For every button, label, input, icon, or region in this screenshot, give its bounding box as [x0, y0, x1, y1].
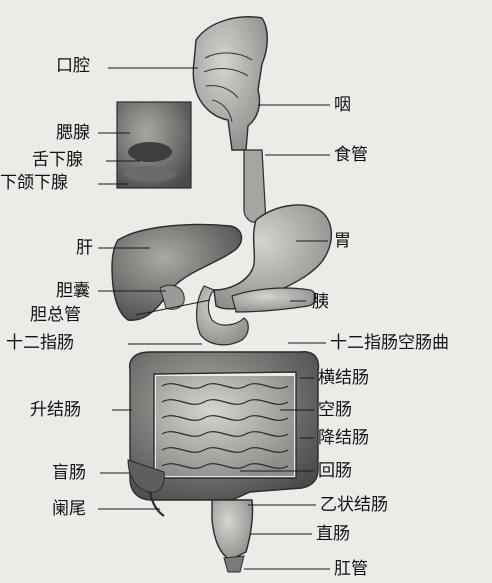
label-appendix: 阑尾: [52, 499, 86, 519]
label-descending-colon: 降结肠: [318, 428, 369, 448]
label-transverse-colon: 横结肠: [318, 368, 369, 388]
label-pancreas: 胰: [312, 292, 329, 312]
anal-canal-shape: [224, 556, 244, 572]
small-intestine: [156, 376, 294, 476]
label-submandibular: 下颌下腺: [0, 173, 68, 193]
label-cecum: 盲肠: [52, 463, 86, 483]
label-common-bile-duct: 胆总管: [30, 305, 81, 325]
label-ileum: 回肠: [318, 461, 352, 481]
label-pharynx: 咽: [334, 95, 351, 115]
label-gallbladder: 胆囊: [56, 281, 90, 301]
head-section: [193, 17, 267, 150]
label-sigmoid-colon: 乙状结肠: [320, 495, 388, 515]
label-jejunum: 空肠: [318, 400, 352, 420]
label-sublingual: 舌下腺: [32, 150, 83, 170]
label-liver: 肝: [76, 238, 93, 258]
label-parotid: 腮腺: [56, 123, 90, 143]
label-mouth: 口腔: [56, 56, 90, 76]
label-duodenum: 十二指肠: [6, 333, 74, 353]
esophagus-tube: [244, 150, 266, 222]
face-inset: [117, 102, 191, 188]
rectum-shape: [212, 500, 253, 560]
label-anus: 肛管: [334, 559, 368, 579]
label-esophagus: 食管: [334, 145, 368, 165]
label-ascending-colon: 升结肠: [30, 400, 81, 420]
label-stomach: 胃: [334, 231, 351, 251]
label-duodenojejunal-flexure: 十二指肠空肠曲: [330, 333, 449, 353]
label-rectum: 直肠: [316, 524, 350, 544]
